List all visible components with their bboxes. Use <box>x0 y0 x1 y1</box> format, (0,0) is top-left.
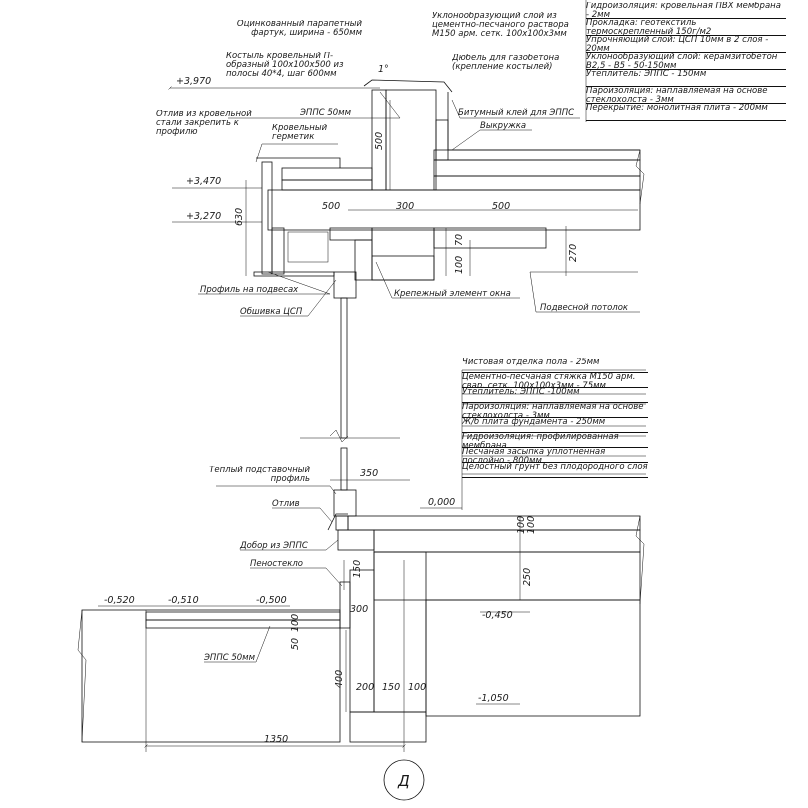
dim-50: 50 <box>290 638 301 650</box>
sand-fill <box>425 599 641 717</box>
window-glass-top <box>340 297 348 439</box>
section-mark: Д <box>397 772 410 790</box>
roof-layer-item: Пароизоляция: наплавляемая на основе сте… <box>586 87 786 104</box>
label-suspended-ceiling: Подвесной потолок <box>540 303 629 313</box>
roof-layer-item: Упрочняющий слой: ЦСП 10мм в 2 слоя - 20… <box>586 36 786 53</box>
dim-150-vertical: 150 <box>352 560 363 578</box>
label-epps-50: ЭППС 50мм <box>299 108 352 118</box>
elev-0500: -0,500 <box>256 595 287 606</box>
floor-layer-item: Утеплитель: ЭППС -100мм <box>462 388 648 403</box>
label-epps-50-b: ЭППС 50мм <box>203 653 256 663</box>
dim-100-floor-b: 100 <box>526 516 537 534</box>
elev-3270: +3,270 <box>186 211 221 222</box>
label-warm-profile: Теплый подставочный профиль <box>209 466 310 484</box>
dim-400: 400 <box>334 670 345 688</box>
dim-100-floor: 100 <box>516 516 527 534</box>
roof-assembly <box>253 79 641 443</box>
floor-layer-item: Песчаная засыпка уплотненная послойно - … <box>462 448 648 463</box>
roof-layer-item: Утеплитель: ЭППС - 150мм <box>586 70 786 87</box>
dim-350: 350 <box>360 468 378 479</box>
slope-mark: 1° <box>378 64 389 75</box>
label-drip-window: Отлив <box>272 499 300 509</box>
leaders <box>98 0 646 752</box>
elev-0510: -0,510 <box>168 595 199 606</box>
dim-250: 250 <box>522 568 533 586</box>
dim-300: 300 <box>396 201 414 212</box>
window-glass-bottom <box>340 447 348 491</box>
dim-500-a: 500 <box>322 201 340 212</box>
elev-1050: -1,050 <box>478 693 509 704</box>
parapet-wall <box>385 89 437 191</box>
elev-0520: -0,520 <box>104 595 135 606</box>
dim-270: 270 <box>568 244 579 262</box>
foundation-assembly <box>77 149 645 743</box>
label-sealant: Кровельный герметик <box>272 124 328 142</box>
label-drip-roof: Отлив из кровельной стали закрепить к пр… <box>156 110 252 137</box>
roof-layer-item: Уклонообразующий слой: керамзитобетон В2… <box>586 53 786 70</box>
bottom-labels: Теплый подставочный профиль 350 0,000 От… <box>104 466 537 801</box>
roof-layer-item: Прокладка: геотекстиль термоскрепленный … <box>586 19 786 36</box>
parapet-flashing <box>363 79 453 93</box>
dim-500-vertical: 500 <box>374 132 385 150</box>
floor-layer-item: Целостный грунт без плодородного слоя <box>462 463 648 478</box>
roof-beam <box>371 227 435 281</box>
roof-epps <box>433 175 641 191</box>
label-crutch: Костыль кровельный П-образный 100х100х50… <box>226 52 344 79</box>
floor-layer-item: Чистовая отделка пола - 25мм <box>462 358 648 373</box>
elev-3970: +3,970 <box>176 76 211 87</box>
floor-layer-item: Пароизоляция: наплавляемая на основе сте… <box>462 403 648 418</box>
label-slope-layer: Уклонообразующий слой из цементно-песчан… <box>432 12 569 39</box>
dim-100-blind: 100 <box>290 614 301 632</box>
window-sill-profile <box>333 489 357 517</box>
ceiling-insulation <box>433 227 547 249</box>
slope-layer <box>433 159 641 177</box>
label-profile-hangers: Профиль на подвесах <box>200 285 299 295</box>
floor-layer-list: Чистовая отделка пола - 25ммЦементно-пес… <box>462 358 648 478</box>
roof-layer-item: Гидроизоляция: кровельная ПВХ мембрана -… <box>586 2 786 19</box>
label-parapet-flashing: Оцинкованный парапетный фартук, ширина -… <box>236 20 362 38</box>
window-drip <box>327 513 348 531</box>
window-head <box>333 271 357 299</box>
floor-insulation <box>373 529 641 553</box>
label-epps-insert: Добор из ЭППС <box>239 541 308 551</box>
roof-layer-list: Гидроизоляция: кровельная ПВХ мембрана -… <box>586 2 786 121</box>
elev-0450: -0,450 <box>482 610 513 621</box>
foundation-slab <box>373 551 641 601</box>
label-dowel: Дюбель для газобетона (крепление костыле… <box>452 54 560 72</box>
dim-630: 630 <box>234 208 245 226</box>
dim-500-b: 500 <box>492 201 510 212</box>
dim-300-b: 300 <box>350 604 368 615</box>
elev-0000: 0,000 <box>428 497 455 508</box>
dim-200: 200 <box>356 682 374 693</box>
blind-area <box>145 611 341 621</box>
label-foam-glass: Пеностекло <box>250 559 303 569</box>
foam-glass <box>337 529 375 551</box>
section-mark-circle <box>383 759 425 801</box>
floor-layer-item: Гидроизоляция: профилированная мембрана <box>462 433 648 448</box>
label-csp-cladding: Обшивка ЦСП <box>240 307 303 317</box>
label-bitumen-glue: Битумный клей для ЭППС <box>458 108 574 118</box>
csp-layer <box>433 149 641 161</box>
floor-layer-item: Ж/б плита фундамента - 250мм <box>462 418 648 433</box>
roof-drip <box>256 157 341 168</box>
label-fillet: Выкружка <box>480 121 526 131</box>
dim-70: 70 <box>454 234 465 246</box>
dim-1350: 1350 <box>264 734 288 745</box>
label-window-fixing: Крепежный элемент окна <box>394 289 511 299</box>
floor-layer-item: Цементно-песчаная стяжка М150 арм. свар.… <box>462 373 648 388</box>
elev-3470: +3,470 <box>186 176 221 187</box>
floor-screed <box>347 515 641 531</box>
dim-100: 100 <box>454 256 465 274</box>
soil-left <box>81 609 341 743</box>
dim-150: 150 <box>382 682 400 693</box>
dim-100-c: 100 <box>408 682 426 693</box>
top-labels: Оцинкованный парапетный фартук, ширина -… <box>156 12 629 317</box>
roof-layer-item: Перекрытие: монолитная плита - 200мм <box>586 104 786 121</box>
